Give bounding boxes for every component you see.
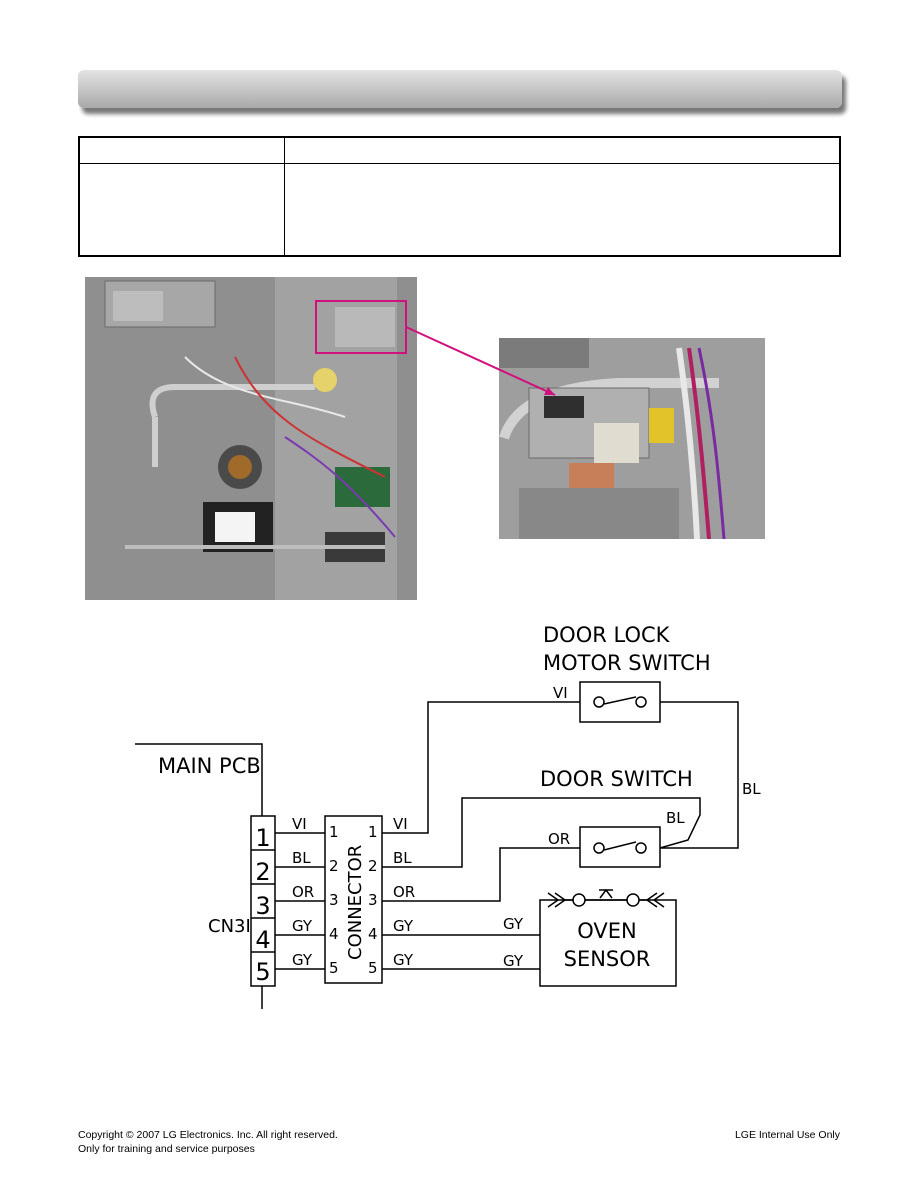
connector-pin-2-right: 2 xyxy=(368,857,378,875)
main-pcb-label: MAIN PCB xyxy=(158,754,261,778)
door-lock-wire-out-label: BL xyxy=(742,780,761,798)
info-table xyxy=(78,136,841,257)
door-lock-detail-photo xyxy=(499,338,765,539)
callout-arrowhead xyxy=(544,387,555,395)
door-switch-wire-in-label: OR xyxy=(548,830,570,848)
internal-use-text: LGE Internal Use Only xyxy=(734,1129,840,1141)
wire-color-1-left: VI xyxy=(292,815,307,833)
connector-label: CONNECTOR xyxy=(345,845,366,960)
door-lock-detail-illustration xyxy=(499,338,765,539)
connector-pin-2-left: 2 xyxy=(329,857,339,875)
wire-color-3-left: OR xyxy=(292,883,314,901)
connector-pin-4-right: 4 xyxy=(368,925,378,943)
footer-right: LGE Internal Use Only xyxy=(735,1128,840,1142)
connector-pin-5-right: 5 xyxy=(368,959,378,977)
connector-pin-3-right: 3 xyxy=(368,891,378,909)
pcb-pin-1: 1 xyxy=(255,824,270,852)
footer-left: Copyright © 2007 LG Electronics. Inc. Al… xyxy=(78,1128,338,1156)
oven-sensor-label-line2: SENSOR xyxy=(564,947,651,971)
connector-pin-4-left: 4 xyxy=(329,925,339,943)
copyright-text: Copyright © 2007 LG Electronics. Inc. Al… xyxy=(78,1129,338,1141)
oven-back-panel-photo xyxy=(85,277,417,600)
wire-color-4-right: GY xyxy=(393,917,414,935)
oven-sensor-wire-1-label: GY xyxy=(503,915,524,933)
pcb-pin-3: 3 xyxy=(255,892,270,920)
highlight-box xyxy=(315,300,407,354)
oven-back-panel-illustration xyxy=(85,277,417,600)
connector-pin-3-left: 3 xyxy=(329,891,339,909)
oven-sensor-wire-2-label: GY xyxy=(503,952,524,970)
wire-color-2-right: BL xyxy=(393,849,412,867)
training-note-text: Only for training and service purposes xyxy=(78,1143,255,1155)
pcb-pin-5: 5 xyxy=(255,958,270,986)
wire-color-4-left: GY xyxy=(292,917,313,935)
door-lock-wire-in-label: VI xyxy=(553,684,568,702)
oven-sensor-label-line1: OVEN xyxy=(577,919,637,943)
door-switch-title: DOOR SWITCH xyxy=(540,767,693,791)
connector-pin-5-left: 5 xyxy=(329,959,339,977)
pcb-pin-2: 2 xyxy=(255,858,270,886)
door-lock-title-line1: DOOR LOCK xyxy=(543,623,671,647)
wire-color-5-right: GY xyxy=(393,951,414,969)
door-switch-wire-out-label: BL xyxy=(666,809,685,827)
wire-color-2-left: BL xyxy=(292,849,311,867)
door-lock-title-line2: MOTOR SWITCH xyxy=(543,651,711,675)
wire-color-1-right: VI xyxy=(393,815,408,833)
connector-pin-1-right: 1 xyxy=(368,823,378,841)
callout-line xyxy=(405,326,556,396)
connector-ref-label: CN3I xyxy=(208,916,251,937)
table-column-divider xyxy=(284,138,285,255)
wire-color-5-left: GY xyxy=(292,951,313,969)
wire-color-3-right: OR xyxy=(393,883,415,901)
pcb-pin-4: 4 xyxy=(255,926,270,954)
section-header-bar xyxy=(78,70,842,108)
table-header-divider xyxy=(80,163,839,164)
connector-pin-1-left: 1 xyxy=(329,823,339,841)
